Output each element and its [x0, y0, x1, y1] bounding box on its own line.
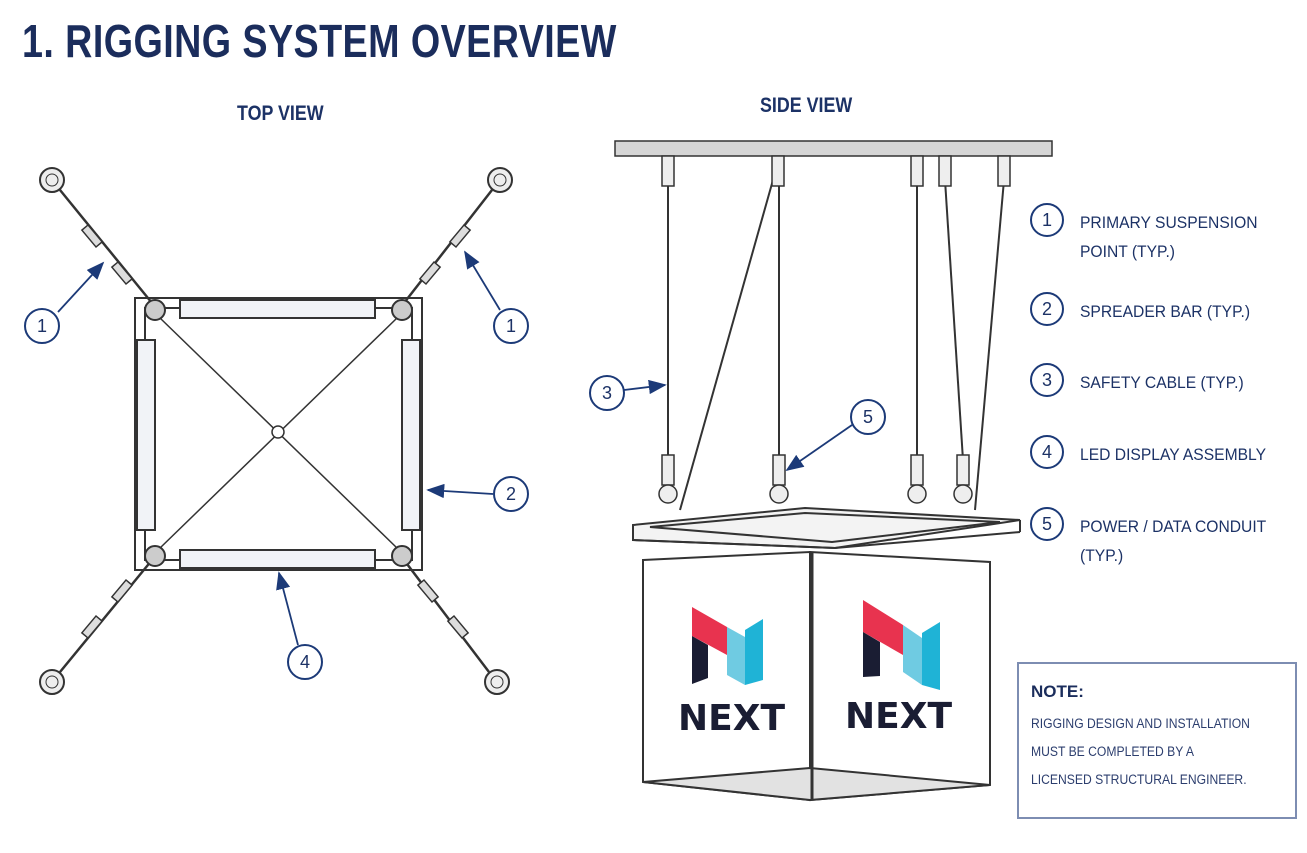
callout-3: 3: [589, 375, 667, 411]
side-view-drawing: [614, 140, 1053, 802]
callout-4: 4: [276, 571, 323, 680]
svg-text:NEXT: NEXT: [845, 696, 952, 737]
legend-label: LED DISPLAY ASSEMBLY: [1080, 445, 1267, 464]
legend-label: SPREADER BAR (TYP.): [1080, 302, 1251, 321]
legend-item-2: 2 SPREADER BAR (TYP.): [1030, 292, 1290, 326]
callout-1-right: 1: [464, 250, 529, 344]
cross-cables: [159, 317, 398, 549]
legend-item-3: 3 SAFETY CABLE (TYP.): [1030, 363, 1290, 397]
note-body: RIGGING DESIGN AND INSTALLATION MUST BE …: [1031, 710, 1258, 794]
legend-number: 3: [1030, 363, 1064, 397]
side-view-label: SIDE VIEW: [760, 94, 853, 117]
note-box: NOTE: RIGGING DESIGN AND INSTALLATION MU…: [1017, 662, 1297, 819]
legend-item-1: 1 PRIMARY SUSPENSION POINT (TYP.): [1030, 203, 1290, 266]
callout-5: 5: [785, 399, 886, 472]
corner-brackets: [144, 299, 413, 567]
note-line: LICENSED STRUCTURAL ENGINEER.: [1031, 772, 1247, 787]
suspension-anchors: [39, 167, 513, 695]
legend-item-5: 5 POWER / DATA CONDUIT (TYP.): [1030, 507, 1290, 570]
next-logo-left: NEXT: [678, 607, 785, 739]
spreader-frame-side: [632, 506, 1021, 550]
legend-number: 4: [1030, 435, 1064, 469]
note-title: NOTE:: [1031, 682, 1084, 701]
svg-text:1: 1: [506, 316, 516, 336]
note-line: MUST BE COMPLETED BY A: [1031, 744, 1194, 759]
svg-text:5: 5: [863, 407, 873, 427]
legend-number: 2: [1030, 292, 1064, 326]
spreader-frame: [134, 297, 423, 571]
legend-number: 1: [1030, 203, 1064, 237]
ceiling-beam: [614, 140, 1053, 157]
legend-label: POWER / DATA CONDUIT (TYP.): [1080, 517, 1266, 565]
legend-label: PRIMARY SUSPENSION POINT (TYP.): [1080, 213, 1258, 261]
legend-number: 5: [1030, 507, 1064, 541]
page-title: 1. RIGGING SYSTEM OVERVIEW: [22, 15, 617, 67]
top-view-drawing: [39, 167, 513, 695]
shackles: [658, 155, 1011, 504]
callout-2: 2: [426, 476, 529, 512]
svg-text:3: 3: [602, 383, 612, 403]
legend-label: SAFETY CABLE (TYP.): [1080, 373, 1244, 392]
next-logo-right: NEXT: [845, 600, 952, 737]
legend-item-4: 4 LED DISPLAY ASSEMBLY: [1030, 435, 1290, 469]
vertical-cables: [667, 170, 1005, 511]
note-line: RIGGING DESIGN AND INSTALLATION: [1031, 716, 1250, 731]
led-display-cube: [642, 550, 991, 802]
callout-1-left: 1: [24, 261, 105, 344]
top-view-label: TOP VIEW: [237, 102, 324, 125]
svg-text:1: 1: [37, 316, 47, 336]
svg-text:NEXT: NEXT: [678, 698, 785, 739]
turnbuckles: [80, 223, 472, 640]
suspension-cables: [59, 189, 493, 673]
svg-text:4: 4: [300, 652, 310, 672]
svg-text:2: 2: [506, 484, 516, 504]
